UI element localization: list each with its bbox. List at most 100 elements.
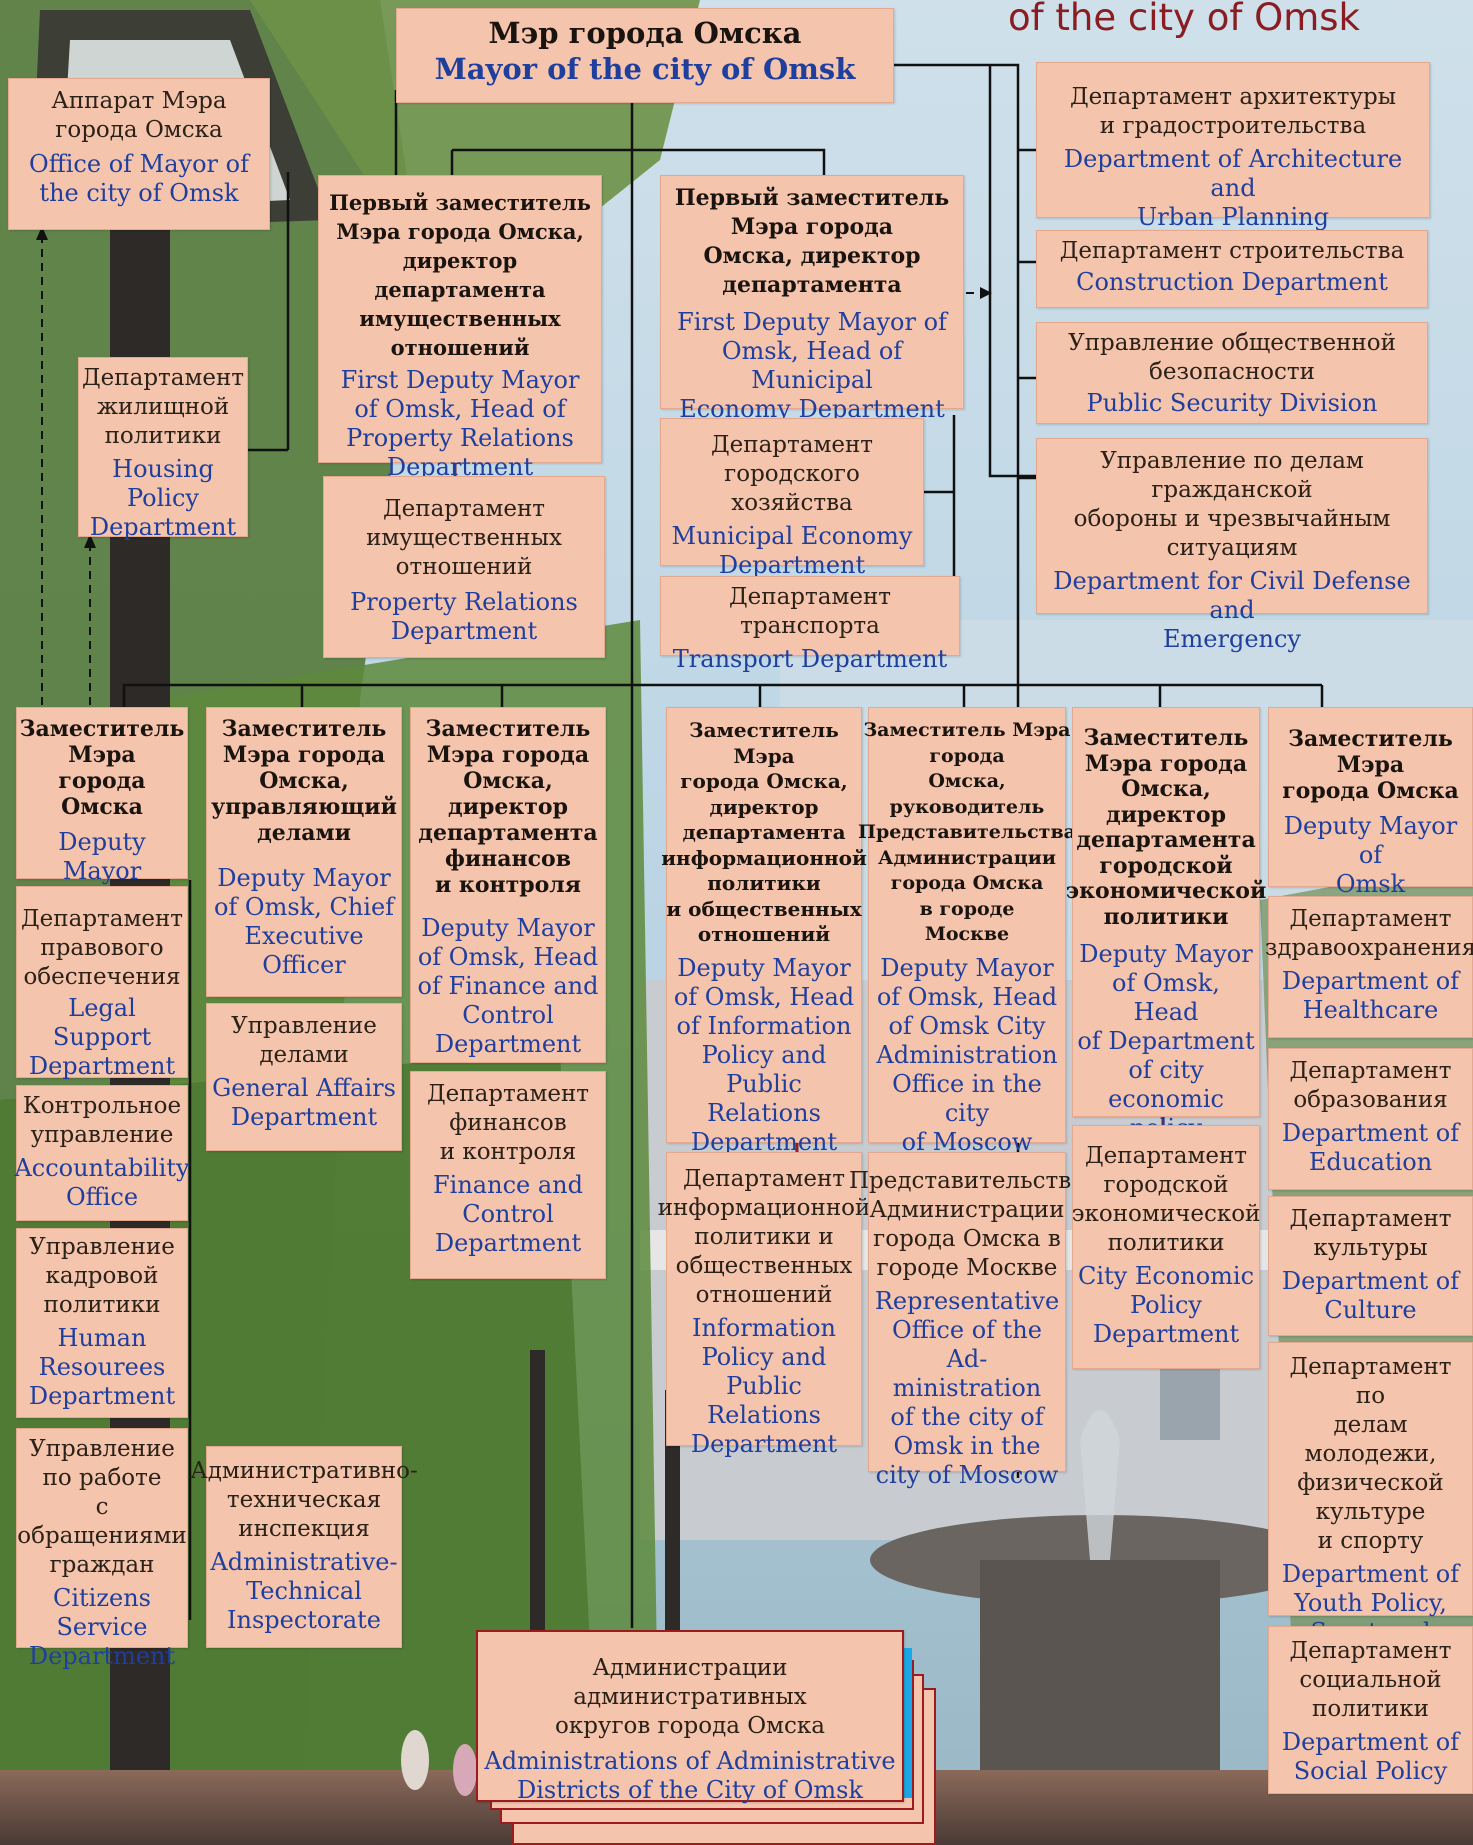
districts-box[interactable]: Администрации административных округов г… bbox=[476, 1630, 904, 1804]
economic-policy-dept-box[interactable]: Департамент городской экономической поли… bbox=[1072, 1125, 1260, 1369]
construction-dept-en: Construction Department bbox=[1076, 268, 1388, 296]
deputy-1-en: Deputy Mayor of Omsk, Chief Executive Of… bbox=[213, 864, 395, 979]
admin-technical-en: Administrative- Technical Inspectorate bbox=[210, 1548, 398, 1634]
first-deputy-municipal-en: First Deputy Mayor of Omsk, Head of Muni… bbox=[677, 308, 947, 423]
citizens-service-ru: Управление по работе с обращениями гражд… bbox=[17, 1436, 187, 1578]
accountability-ru: Контрольное управление bbox=[22, 1093, 182, 1148]
transport-dept-box[interactable]: Департамент транспорта Transport Departm… bbox=[660, 576, 960, 673]
deputy-2-box[interactable]: Заместитель Мэра города Омска, директор … bbox=[410, 707, 606, 1063]
general-affairs-ru: Управление делами bbox=[231, 1013, 377, 1068]
office-of-mayor-en: Office of Mayor of the city of Omsk bbox=[29, 150, 249, 207]
deputy-1-box[interactable]: Заместитель Мэра города Омска, управляющ… bbox=[206, 707, 402, 997]
public-security-box[interactable]: Управление общественной безопасности Pub… bbox=[1036, 322, 1428, 424]
first-deputy-municipal-ru: Первый заместитель Мэра города Омска, ди… bbox=[674, 185, 950, 298]
admin-technical-box[interactable]: Административно- техническая инспекция A… bbox=[190, 1446, 418, 1648]
info-policy-dept-en: Information Policy and Public Relations … bbox=[690, 1314, 838, 1458]
housing-policy-box[interactable]: Департамент жилищной политики Housing Po… bbox=[78, 357, 248, 541]
deputy-3-ru: Заместитель Мэра города Омска, директор … bbox=[661, 718, 867, 946]
deputy-0-ru: Заместитель Мэра города Омска bbox=[19, 716, 185, 820]
youth-sport-dept-ru: Департамент по делам молодежи, физическо… bbox=[1289, 1354, 1452, 1554]
architecture-dept-en: Department of Architecture and Urban Pla… bbox=[1063, 145, 1403, 231]
deputy-1-ru: Заместитель Мэра города Омска, управляющ… bbox=[211, 716, 397, 846]
social-policy-dept-box[interactable]: Департамент социальной политики Departme… bbox=[1268, 1626, 1473, 1794]
deputy-3-box[interactable]: Заместитель Мэра города Омска, директор … bbox=[661, 707, 867, 1156]
mayor-box[interactable]: Мэр города Омска Mayor of the city of Om… bbox=[396, 8, 894, 103]
civil-defense-box[interactable]: Управление по делам гражданской обороны … bbox=[1036, 438, 1428, 653]
first-deputy-property-en: First Deputy Mayor of Omsk, Head of Prop… bbox=[340, 366, 580, 481]
finance-control-dept-ru: Департамент финансов и контроля bbox=[426, 1081, 590, 1165]
civil-defense-ru: Управление по делам гражданской обороны … bbox=[1073, 448, 1391, 561]
economic-policy-dept-ru: Департамент городской экономической поли… bbox=[1071, 1143, 1261, 1256]
deputy-4-en: Deputy Mayor of Omsk, Head of Omsk City … bbox=[876, 953, 1058, 1156]
deputy-2-en: Deputy Mayor of Omsk, Head of Finance an… bbox=[417, 914, 599, 1058]
civil-defense-en: Department for Civil Defense and Emergen… bbox=[1053, 567, 1411, 653]
first-deputy-municipal-box[interactable]: Первый заместитель Мэра города Омска, ди… bbox=[660, 175, 964, 423]
public-security-en: Public Security Division bbox=[1086, 389, 1378, 417]
culture-dept-box[interactable]: Департамент культуры Department of Cultu… bbox=[1268, 1196, 1473, 1336]
deputy-4-ru: Заместитель Мэра города Омска, руководит… bbox=[858, 719, 1076, 945]
deputy-6-box[interactable]: Заместитель Мэра города Омска Deputy May… bbox=[1268, 707, 1473, 898]
healthcare-dept-ru: Департамент здравоохранения bbox=[1264, 906, 1473, 961]
deputy-5-box[interactable]: Заместитель Мэра города Омска, директор … bbox=[1066, 707, 1266, 1142]
accountability-en: Accountability Office bbox=[14, 1154, 190, 1211]
human-resources-en: Human Resourees Department bbox=[28, 1324, 176, 1410]
education-dept-box[interactable]: Департамент образования Department of Ed… bbox=[1268, 1048, 1473, 1190]
human-resources-ru: Управление кадровой политики bbox=[29, 1234, 175, 1318]
info-policy-dept-ru: Департамент информационной политики и об… bbox=[657, 1166, 871, 1308]
first-deputy-property-box[interactable]: Первый заместитель Мэра города Омска, ди… bbox=[318, 175, 602, 481]
municipal-economy-dept-ru: Департамент городского хозяйства bbox=[710, 432, 874, 516]
healthcare-dept-box[interactable]: Департамент здравоохранения Department o… bbox=[1264, 896, 1473, 1038]
municipal-economy-dept-en: Municipal Economy Department bbox=[671, 522, 913, 579]
districts-en: Administrations of Administrative Distri… bbox=[484, 1747, 896, 1804]
housing-policy-ru: Департамент жилищной политики bbox=[81, 365, 245, 449]
transport-dept-en: Transport Department bbox=[672, 645, 948, 673]
human-resources-box[interactable]: Управление кадровой политики Human Resou… bbox=[16, 1228, 188, 1418]
property-relations-dept-ru: Департамент имущественных отношений bbox=[366, 496, 562, 580]
districts-ru: Администрации административных округов г… bbox=[554, 1655, 825, 1739]
education-dept-en: Department of Education bbox=[1281, 1119, 1460, 1176]
legal-support-ru: Департамент правового обеспечения bbox=[20, 906, 184, 990]
mayor-title-ru: Мэр города Омска bbox=[488, 16, 802, 50]
culture-dept-en: Department of Culture bbox=[1281, 1267, 1460, 1324]
first-deputy-property-ru: Первый заместитель Мэра города Омска, ди… bbox=[329, 190, 591, 360]
architecture-dept-box[interactable]: Департамент архитектуры и градостроитель… bbox=[1036, 62, 1430, 231]
education-dept-ru: Департамент образования bbox=[1289, 1058, 1452, 1113]
legal-support-box[interactable]: Департамент правового обеспечения Legal … bbox=[16, 886, 188, 1080]
economic-policy-dept-en: City Economic Policy Department bbox=[1077, 1262, 1255, 1348]
citizens-service-box[interactable]: Управление по работе с обращениями гражд… bbox=[16, 1428, 188, 1670]
social-policy-dept-ru: Департамент социальной политики bbox=[1289, 1638, 1452, 1722]
property-relations-dept-en: Property Relations Department bbox=[350, 588, 578, 645]
transport-dept-ru: Департамент транспорта bbox=[728, 584, 892, 639]
office-of-mayor-ru: Аппарат Мэра города Омска bbox=[51, 88, 227, 143]
admin-technical-ru: Административно- техническая инспекция bbox=[190, 1458, 418, 1542]
property-relations-dept-box[interactable]: Департамент имущественных отношений Prop… bbox=[323, 476, 605, 658]
moscow-office-ru: Представительство Администрации города О… bbox=[848, 1168, 1086, 1281]
deputy-6-en: Deputy Mayor of Omsk bbox=[1283, 812, 1458, 898]
legal-support-en: Legal Support Department bbox=[28, 994, 176, 1080]
moscow-office-box[interactable]: Представительство Администрации города О… bbox=[849, 1152, 1085, 1489]
culture-dept-ru: Департамент культуры bbox=[1289, 1206, 1452, 1261]
healthcare-dept-en: Department of Healthcare bbox=[1281, 967, 1460, 1024]
public-security-ru: Управление общественной безопасности bbox=[1068, 330, 1396, 385]
deputy-0-box[interactable]: Заместитель Мэра города Омска Deputy May… bbox=[16, 707, 188, 914]
mayor-title-en: Mayor of the city of Omsk bbox=[434, 52, 856, 86]
deputy-5-ru: Заместитель Мэра города Омска, директор … bbox=[1065, 725, 1267, 930]
construction-dept-box[interactable]: Департамент строительства Construction D… bbox=[1036, 230, 1428, 308]
deputy-6-ru: Заместитель Мэра города Омска bbox=[1282, 726, 1459, 804]
deputy-4-box[interactable]: Заместитель Мэра города Омска, руководит… bbox=[858, 707, 1076, 1156]
municipal-economy-dept-box[interactable]: Департамент городского хозяйства Municip… bbox=[660, 418, 924, 579]
finance-control-dept-box[interactable]: Департамент финансов и контроля Finance … bbox=[410, 1071, 606, 1279]
deputy-5-en: Deputy Mayor of Omsk, Head of Department… bbox=[1077, 940, 1255, 1142]
office-of-mayor-box[interactable]: Аппарат Мэра города Омска Office of Mayo… bbox=[8, 78, 270, 230]
info-policy-dept-box[interactable]: Департамент информационной политики и об… bbox=[658, 1152, 870, 1458]
citizens-service-en: Citizens Service Department bbox=[28, 1584, 176, 1670]
youth-sport-dept-box[interactable]: Департамент по делам молодежи, физическо… bbox=[1268, 1342, 1473, 1704]
construction-dept-ru: Департамент строительства bbox=[1059, 238, 1405, 264]
accountability-box[interactable]: Контрольное управление Accountability Of… bbox=[14, 1085, 190, 1221]
social-policy-dept-en: Department of Social Policy bbox=[1281, 1728, 1460, 1785]
general-affairs-en: General Affairs Department bbox=[212, 1074, 396, 1131]
moscow-office-en: Representative Office of the Ad- ministr… bbox=[874, 1287, 1060, 1489]
housing-policy-en: Housing Policy Department bbox=[89, 455, 237, 541]
general-affairs-box[interactable]: Управление делами General Affairs Depart… bbox=[206, 1003, 402, 1151]
architecture-dept-ru: Департамент архитектуры и градостроитель… bbox=[1069, 84, 1397, 139]
